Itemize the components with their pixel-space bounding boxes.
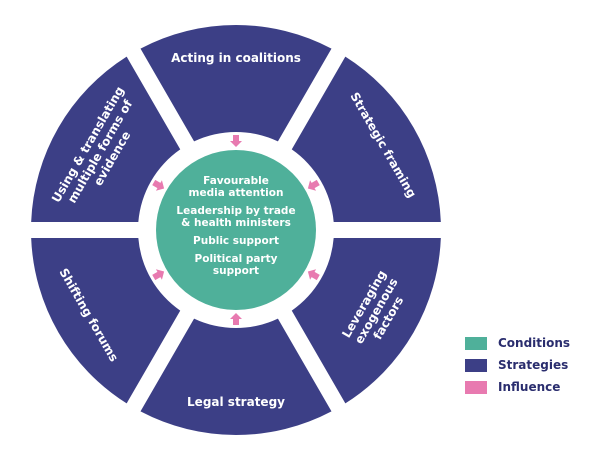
legend-label-strategies: Strategies xyxy=(498,358,569,372)
influence-arrow-icon xyxy=(307,179,320,191)
conditions-center-circle xyxy=(156,150,316,310)
segment-label-coalitions: Acting in coalitions xyxy=(171,51,301,65)
condition-item-1-line-0: Leadership by trade xyxy=(176,205,295,217)
segment-strategic-framing xyxy=(291,56,441,223)
segment-evidence xyxy=(31,56,181,223)
legend-item-influence: Influence xyxy=(465,376,570,398)
legend-item-strategies: Strategies xyxy=(465,354,570,376)
influence-arrow-icon xyxy=(152,179,165,191)
influence-arrow-icon xyxy=(307,269,320,281)
legend-label-influence: Influence xyxy=(498,380,561,394)
influence-arrow-icon xyxy=(152,269,165,281)
segment-label-legal-strategy: Legal strategy xyxy=(187,395,285,409)
segment-shifting-forums xyxy=(31,237,181,404)
influence-arrow-icon xyxy=(230,313,242,325)
legend-item-conditions: Conditions xyxy=(465,332,570,354)
condition-item-0-line-1: media attention xyxy=(189,187,284,199)
legend-swatch-strategies xyxy=(465,358,487,372)
legend-label-conditions: Conditions xyxy=(498,336,571,350)
svg-text:Legal strategy: Legal strategy xyxy=(187,395,285,409)
segment-leveraging-factors xyxy=(291,237,441,404)
condition-item-2-line-0: Public support xyxy=(193,235,279,247)
legend-swatch-conditions xyxy=(465,336,487,350)
legend-swatch-influence xyxy=(465,380,487,394)
condition-item-1-line-1: & health ministers xyxy=(181,217,291,229)
condition-item-0-line-0: Favourable xyxy=(203,175,269,187)
condition-item-3-line-1: support xyxy=(213,265,259,277)
influence-arrow-icon xyxy=(230,135,242,147)
legend: Conditions Strategies Influence xyxy=(465,332,570,398)
segment-coalitions xyxy=(140,25,332,142)
svg-text:Acting in coalitions: Acting in coalitions xyxy=(171,51,301,65)
segment-legal-strategy xyxy=(140,318,332,435)
influence-arrows xyxy=(152,135,320,325)
condition-item-3-line-0: Political party xyxy=(195,253,278,265)
